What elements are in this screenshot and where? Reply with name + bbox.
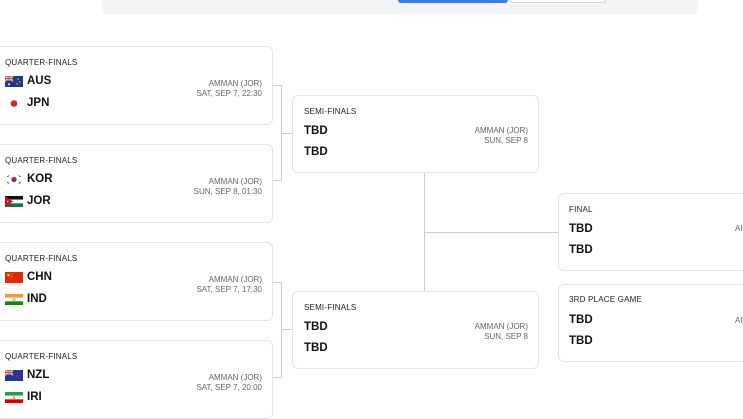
semi-final-card-2[interactable]: SEMI-FINALS TBD TBD AMMAN (JOR) SUN, SEP… <box>292 291 539 369</box>
new-zealand-flag-icon <box>5 369 23 381</box>
semi-final-card-1[interactable]: SEMI-FINALS TBD TBD AMMAN (JOR) SUN, SEP… <box>292 95 539 173</box>
team-home: CHN <box>5 271 52 283</box>
team-code: CHN <box>27 271 52 283</box>
match-meta: AMMAN (JOR) SUN, SEP 8, 01:30 <box>194 177 262 197</box>
connector-final-in <box>424 232 558 233</box>
venue: AMMAN (JOR) <box>208 79 262 88</box>
australia-flag-icon <box>5 75 23 87</box>
team-code: JPN <box>27 97 50 109</box>
india-flag-icon <box>5 293 23 305</box>
third-place-card[interactable]: 3RD PLACE GAME TBD TBD AI <box>558 284 743 362</box>
connector-qf4 <box>272 377 282 378</box>
team-away: TBD <box>569 335 593 347</box>
south-korea-flag-icon <box>5 173 23 185</box>
match-datetime: SAT, SEP 7, 22:30 <box>196 89 262 98</box>
connector-sf1-in <box>281 133 293 134</box>
round-label: QUARTER-FINALS <box>5 254 78 263</box>
quarter-final-card-3[interactable]: QUARTER-FINALS CHN IND AMMAN (JOR) SAT, … <box>0 242 273 321</box>
china-flag-icon <box>5 271 23 283</box>
team-code: IRI <box>27 391 42 403</box>
connector-sf2-in <box>281 329 293 330</box>
tab-bracket[interactable] <box>398 0 508 3</box>
iran-flag-icon <box>5 391 23 403</box>
team-code: AUS <box>27 75 52 87</box>
team-home: TBD <box>304 321 328 333</box>
connector-qf2 <box>272 180 282 181</box>
venue: AMMAN (JOR) <box>474 126 528 135</box>
team-home: AUS <box>5 75 51 87</box>
venue: AMMAN (JOR) <box>208 177 262 186</box>
round-label: SEMI-FINALS <box>304 107 357 116</box>
venue: AMMAN (JOR) <box>474 322 528 331</box>
team-home: KOR <box>5 173 53 185</box>
match-datetime: SAT, SEP 7, 20:00 <box>196 383 262 392</box>
team-home: TBD <box>569 223 593 235</box>
team-away: IRI <box>5 391 42 403</box>
round-label: SEMI-FINALS <box>304 303 357 312</box>
team-code: JOR <box>27 195 51 207</box>
tab-schedule[interactable] <box>510 0 606 3</box>
team-home: NZL <box>5 369 49 381</box>
match-datetime: SUN, SEP 8, 01:30 <box>193 187 262 196</box>
connector-qf3 <box>272 282 282 283</box>
connector-qf1 <box>272 85 282 86</box>
round-label: 3RD PLACE GAME <box>569 295 643 304</box>
match-meta: AMMAN (JOR) SAT, SEP 7, 20:00 <box>196 373 262 393</box>
team-away: JOR <box>5 195 51 207</box>
team-away: TBD <box>569 244 593 256</box>
team-away: JPN <box>5 97 49 109</box>
team-away: IND <box>5 293 47 305</box>
quarter-final-card-4[interactable]: QUARTER-FINALS NZL IRI AMMAN (JOR) SAT, … <box>0 340 273 419</box>
jordan-flag-icon <box>5 195 23 207</box>
venue: AI <box>735 224 743 233</box>
team-away: TBD <box>304 342 328 354</box>
round-label: QUARTER-FINALS <box>5 156 78 165</box>
final-card[interactable]: FINAL TBD TBD AI <box>558 193 743 271</box>
match-meta: AMMAN (JOR) SAT, SEP 7, 17:30 <box>196 275 262 295</box>
team-code: NZL <box>27 369 50 381</box>
connector-qf34-vertical <box>281 282 282 378</box>
tab-bar <box>102 0 698 14</box>
team-code: KOR <box>27 173 53 185</box>
team-code: IND <box>27 293 47 305</box>
team-away: TBD <box>304 146 328 158</box>
match-meta: AMMAN (JOR) SUN, SEP 8 <box>475 322 528 342</box>
team-home: TBD <box>569 314 593 326</box>
round-label: QUARTER-FINALS <box>5 352 78 361</box>
japan-flag-icon <box>10 99 18 107</box>
round-label: QUARTER-FINALS <box>5 58 78 67</box>
venue: AMMAN (JOR) <box>208 373 262 382</box>
quarter-final-card-1[interactable]: QUARTER-FINALS AUS JPN AMMAN (JOR) SAT, … <box>0 46 273 125</box>
match-datetime: SUN, SEP 8 <box>484 136 528 145</box>
quarter-final-card-2[interactable]: QUARTER-FINALS KOR JOR AMMAN (JOR) SUN, … <box>0 144 273 223</box>
round-label: FINAL <box>569 205 593 214</box>
match-meta: AMMAN (JOR) SAT, SEP 7, 22:30 <box>196 79 262 99</box>
venue: AMMAN (JOR) <box>208 275 262 284</box>
team-home: TBD <box>304 125 328 137</box>
venue: AI <box>735 316 743 325</box>
match-datetime: SAT, SEP 7, 17:30 <box>196 285 262 294</box>
match-datetime: SUN, SEP 8 <box>484 332 528 341</box>
match-meta: AMMAN (JOR) SUN, SEP 8 <box>475 126 528 146</box>
